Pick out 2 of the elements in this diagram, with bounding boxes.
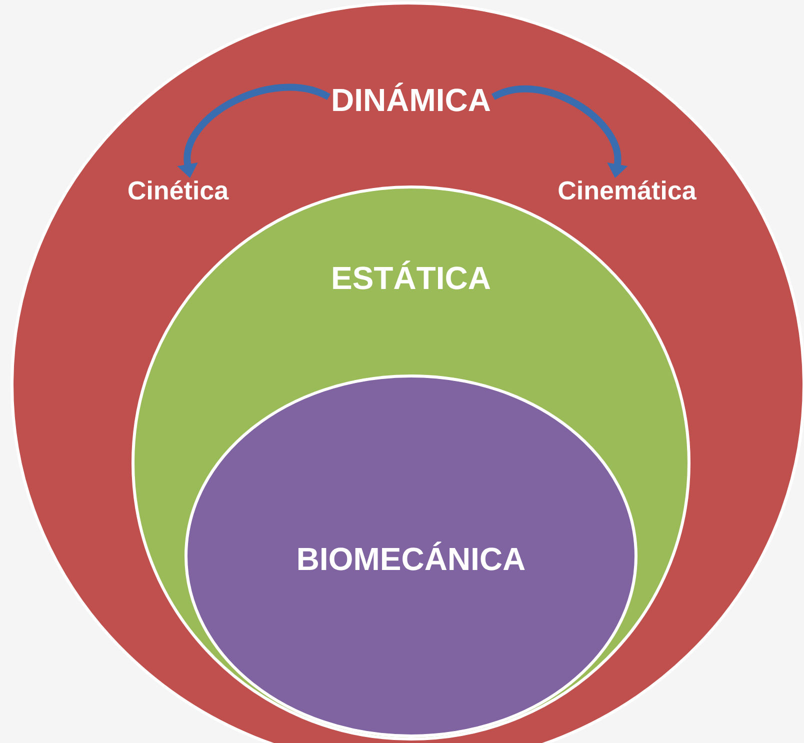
circle-region: BIOMECÁNICA (184, 374, 638, 738)
label-text: DINÁMICA (333, 82, 490, 112)
